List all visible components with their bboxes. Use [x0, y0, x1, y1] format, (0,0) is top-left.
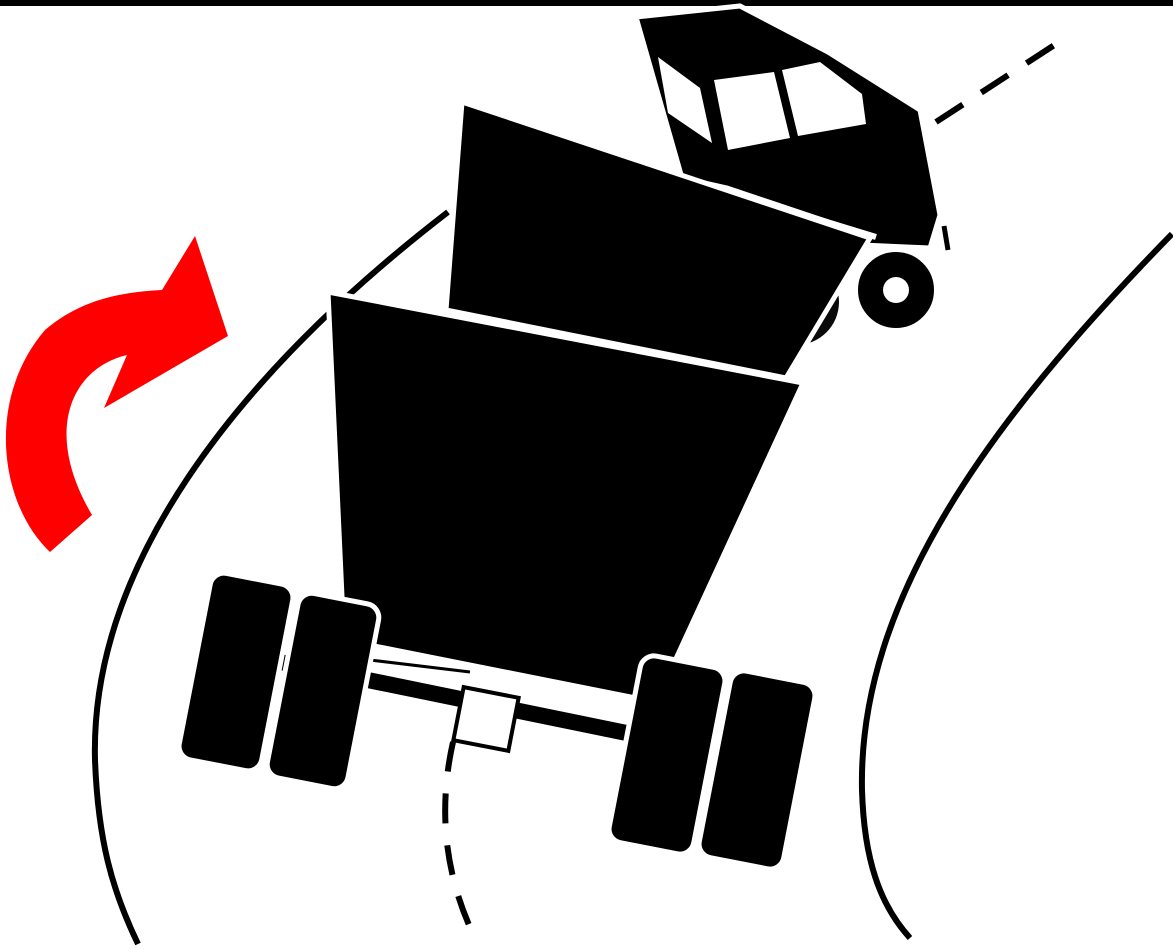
cab-bumper-mark	[944, 226, 948, 250]
axle-hitch-box	[453, 687, 518, 751]
top-border-band	[0, 0, 1173, 6]
tipping-truck-icon	[177, 6, 948, 871]
curved-arrow-icon	[6, 236, 228, 552]
road-center-dashed-line-lower	[445, 742, 478, 944]
road-right-edge	[862, 234, 1172, 938]
road-center-dashed-line-upper	[936, 44, 1056, 122]
cab-wheel-front-hub	[883, 277, 909, 303]
